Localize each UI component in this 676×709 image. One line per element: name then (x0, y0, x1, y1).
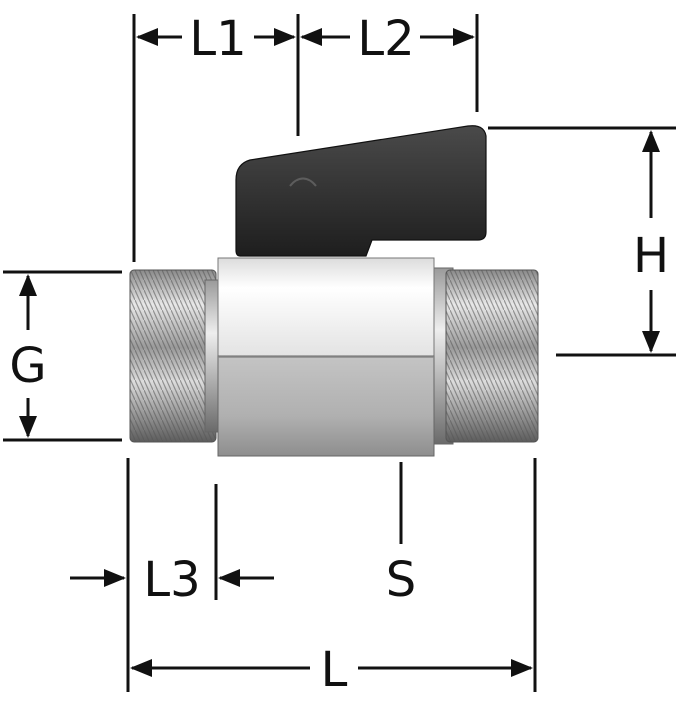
label-l2: L2 (357, 11, 414, 67)
arrowheads (19, 28, 660, 677)
label-g: G (9, 338, 46, 394)
left-thread (129, 269, 217, 443)
label-l1: L1 (189, 11, 246, 67)
label-l3: L3 (143, 552, 200, 608)
right-thread (445, 269, 539, 443)
hex-body (217, 257, 435, 457)
label-h: H (633, 228, 669, 284)
valve-body (129, 125, 539, 457)
valve-handle (235, 125, 487, 257)
label-s: S (386, 552, 416, 608)
label-l: L (321, 642, 348, 698)
